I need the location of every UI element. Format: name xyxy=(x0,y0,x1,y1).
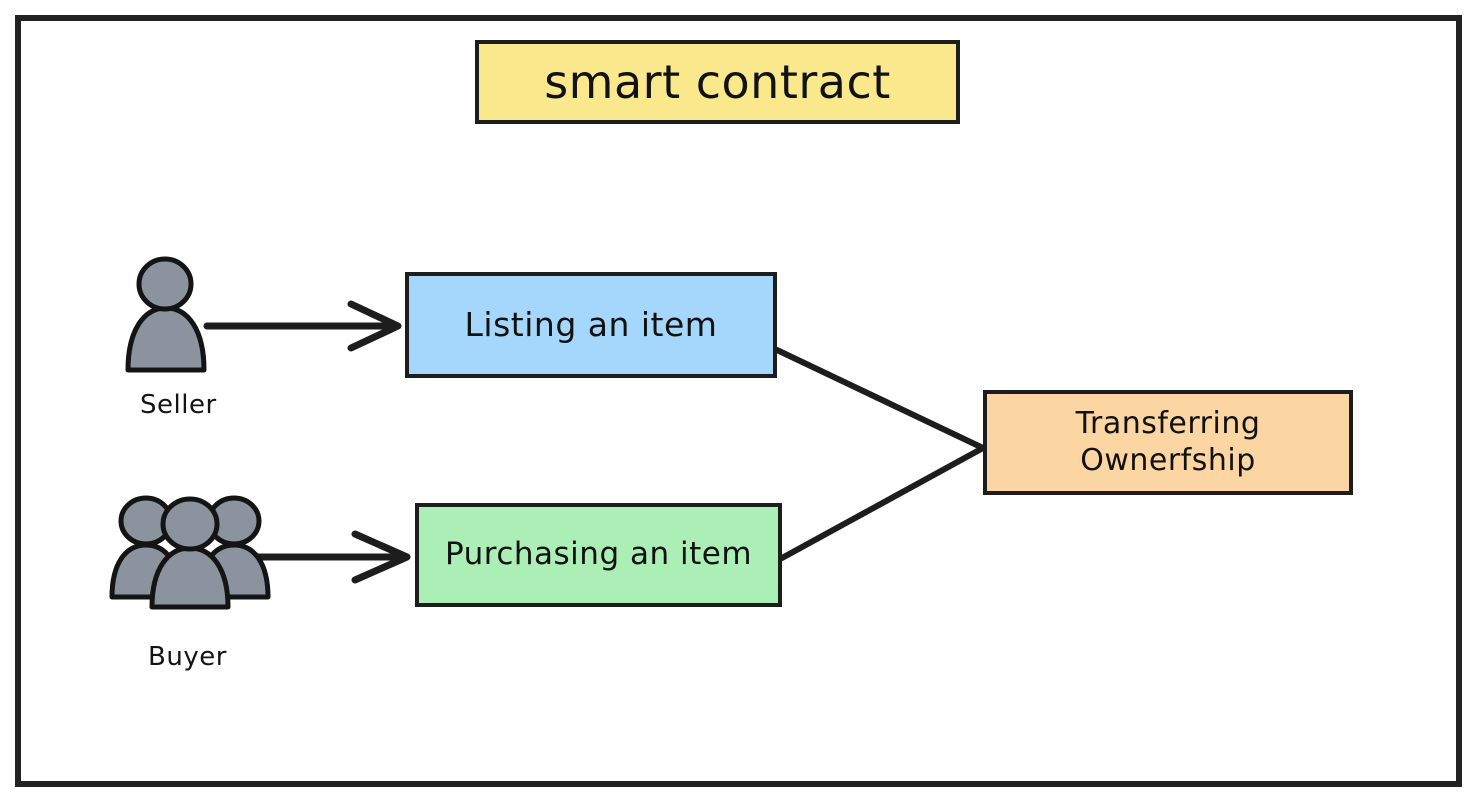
node-transferring-ownership-label-line1: Transferring xyxy=(1075,405,1261,441)
node-listing-an-item[interactable]: Listing an item xyxy=(405,272,777,378)
single-person-icon xyxy=(110,256,230,378)
node-purchasing-an-item[interactable]: Purchasing an item xyxy=(415,503,782,607)
connector-buyer-to-purchasing xyxy=(254,530,411,584)
node-transferring-ownership-label-line2: Ownerfship xyxy=(1080,442,1256,478)
seller-arrow-head xyxy=(347,300,402,352)
connector-purchasing-to-transfer xyxy=(779,445,986,561)
node-purchasing-an-item-label: Purchasing an item xyxy=(444,536,753,573)
person-head-center xyxy=(160,496,220,552)
connector-listing-to-transfer xyxy=(774,347,986,451)
person-head xyxy=(136,256,194,312)
group-of-people-icon xyxy=(108,485,278,610)
connector-seller-to-listing xyxy=(203,300,402,352)
node-smart-contract[interactable]: smart contract xyxy=(475,40,960,124)
buyer-arrow-head xyxy=(351,530,411,584)
actor-label-buyer: Buyer xyxy=(148,642,227,672)
node-transferring-ownership[interactable]: Transferring Ownerfship xyxy=(983,390,1353,495)
node-smart-contract-label: smart contract xyxy=(544,54,891,109)
actor-label-seller: Seller xyxy=(140,390,217,420)
person-body xyxy=(125,305,207,373)
node-listing-an-item-label: Listing an item xyxy=(464,304,718,344)
